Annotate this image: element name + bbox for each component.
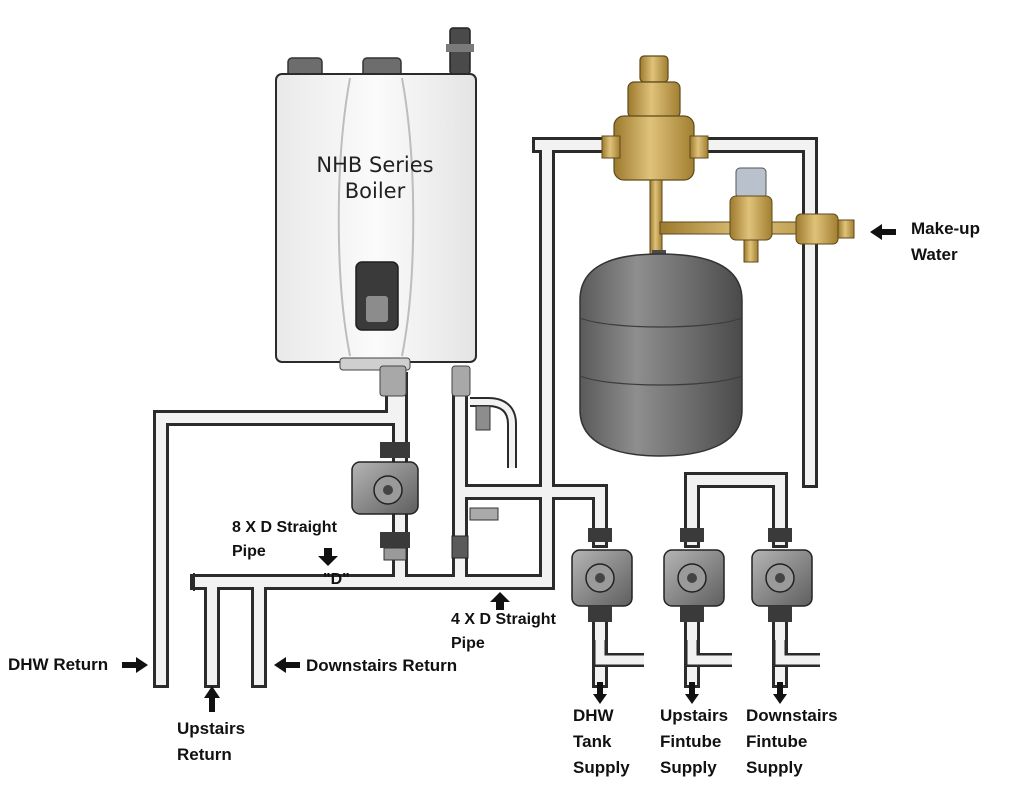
straight-8d-label-line1: 8 X D Straight <box>232 519 337 536</box>
makeup-water-label-line1: Make-up <box>911 219 980 238</box>
dhw-tank-supply-label-line2: Tank <box>573 732 612 751</box>
straight-4d-label: 4 X D Straight Pipe <box>451 608 556 656</box>
upstairs-return-label-line1: Upstairs <box>177 719 246 738</box>
dhw-return-label: DHW Return <box>8 655 109 674</box>
boiler-pump <box>351 442 419 561</box>
straight-8d-label-line2: Pipe <box>232 543 266 560</box>
upstairs-return-arrow <box>204 686 220 712</box>
downstairs-return-arrow <box>274 657 300 673</box>
upstairs-fintube-supply-label-line2: Fintube <box>660 732 722 751</box>
upstairs-return-label-line2: Return <box>177 745 232 764</box>
d-marker-label: "D" <box>323 571 350 588</box>
dhw-zone-pump <box>571 528 644 667</box>
boiler-title: NHB Series Boiler <box>290 152 460 204</box>
makeup-water-assembly <box>659 167 855 263</box>
makeup-water-label: Make-up Water <box>911 216 980 268</box>
upstairs-fintube-supply-label: Upstairs Fintube Supply <box>660 703 728 781</box>
downstairs-fintube-supply-label: Downstairs Fintube Supply <box>746 703 838 781</box>
upstairs-fintube-supply-label-line3: Supply <box>660 758 717 777</box>
straight-4d-arrow <box>490 592 510 610</box>
dhw-tank-supply-label-line3: Supply <box>573 758 630 777</box>
air-separator <box>601 55 709 259</box>
boiler <box>275 27 477 397</box>
downstairs-fintube-supply-label-line2: Fintube <box>746 732 808 751</box>
upstairs-return-label: Upstairs Return <box>177 716 245 768</box>
expansion-tank <box>579 250 743 457</box>
dhw-tank-supply-label: DHW Tank Supply <box>573 703 630 781</box>
dhw-return-arrow <box>122 657 148 673</box>
makeup-water-arrow <box>870 224 896 240</box>
boiler-title-line2: Boiler <box>344 179 406 203</box>
upstairs-supply-arrow <box>685 682 699 704</box>
downstairs-supply-arrow <box>773 682 787 704</box>
makeup-water-label-line2: Water <box>911 245 958 264</box>
straight-8d-label: 8 X D Straight Pipe <box>232 516 337 564</box>
dhw-tank-supply-label-line1: DHW <box>573 706 614 725</box>
dhw-supply-arrow <box>593 682 607 704</box>
upstairs-zone-pump <box>663 528 732 667</box>
downstairs-fintube-supply-label-line3: Supply <box>746 758 803 777</box>
boiler-title-line1: NHB Series <box>316 153 434 177</box>
flow-arrows <box>122 224 896 712</box>
downstairs-return-label: Downstairs Return <box>306 656 458 675</box>
straight-4d-label-line1: 4 X D Straight <box>451 611 556 628</box>
downstairs-fintube-supply-label-line1: Downstairs <box>746 706 838 725</box>
downstairs-zone-pump <box>751 528 820 667</box>
straight-8d-arrow <box>318 548 338 566</box>
upstairs-fintube-supply-label-line1: Upstairs <box>660 706 729 725</box>
straight-4d-label-line2: Pipe <box>451 635 485 652</box>
relief-valve <box>451 397 517 559</box>
